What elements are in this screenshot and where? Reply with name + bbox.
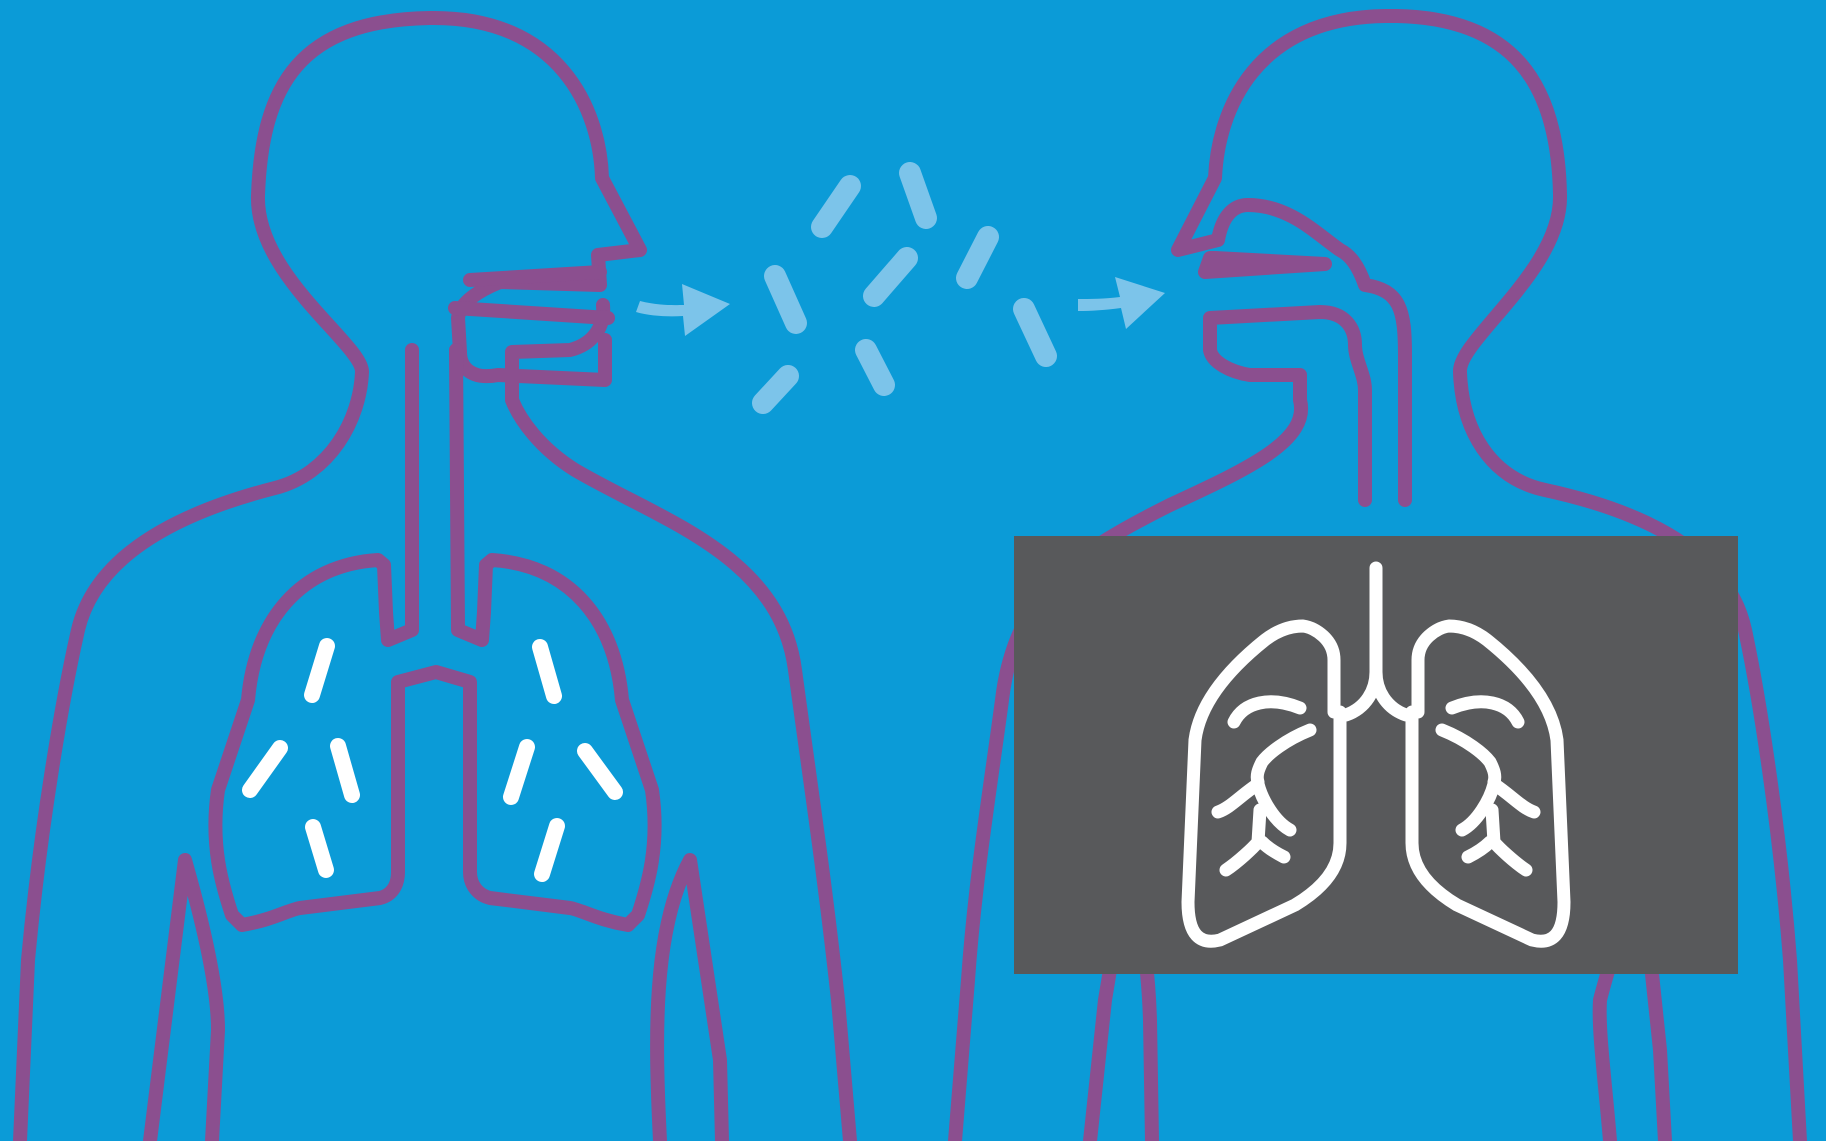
left-person-mouth-line xyxy=(470,272,600,280)
left-person-chin xyxy=(455,308,608,318)
airborne-particles xyxy=(763,173,1046,403)
airborne-particle xyxy=(822,186,850,227)
lung-particle xyxy=(511,747,527,797)
airborne-particle xyxy=(967,237,988,278)
right-person-mouth xyxy=(1205,258,1325,272)
arrow-right-icon xyxy=(636,284,730,336)
airborne-particle xyxy=(775,276,796,323)
left-person-arm xyxy=(150,860,218,1141)
xray-panel xyxy=(1014,536,1738,974)
lung-particle xyxy=(585,751,615,792)
arrow-right-icon xyxy=(1078,277,1165,329)
lung-particle xyxy=(540,647,554,696)
lung-particle xyxy=(338,746,352,795)
flow-arrows xyxy=(636,277,1165,336)
left-person-trachea xyxy=(215,350,654,925)
lung-particle xyxy=(312,646,327,695)
lung-particle xyxy=(542,826,557,874)
left-lung-particles xyxy=(250,646,615,874)
airborne-particle xyxy=(910,173,926,218)
left-person-arm-right xyxy=(657,860,722,1141)
airborne-particle xyxy=(1024,309,1046,356)
lung-particle xyxy=(250,748,280,790)
airborne-particle xyxy=(763,376,788,403)
left-person xyxy=(20,18,850,1141)
left-person-outline xyxy=(20,18,850,1141)
lung-particle xyxy=(313,827,326,870)
airborne-particle xyxy=(874,258,907,296)
airborne-particle xyxy=(866,350,884,385)
